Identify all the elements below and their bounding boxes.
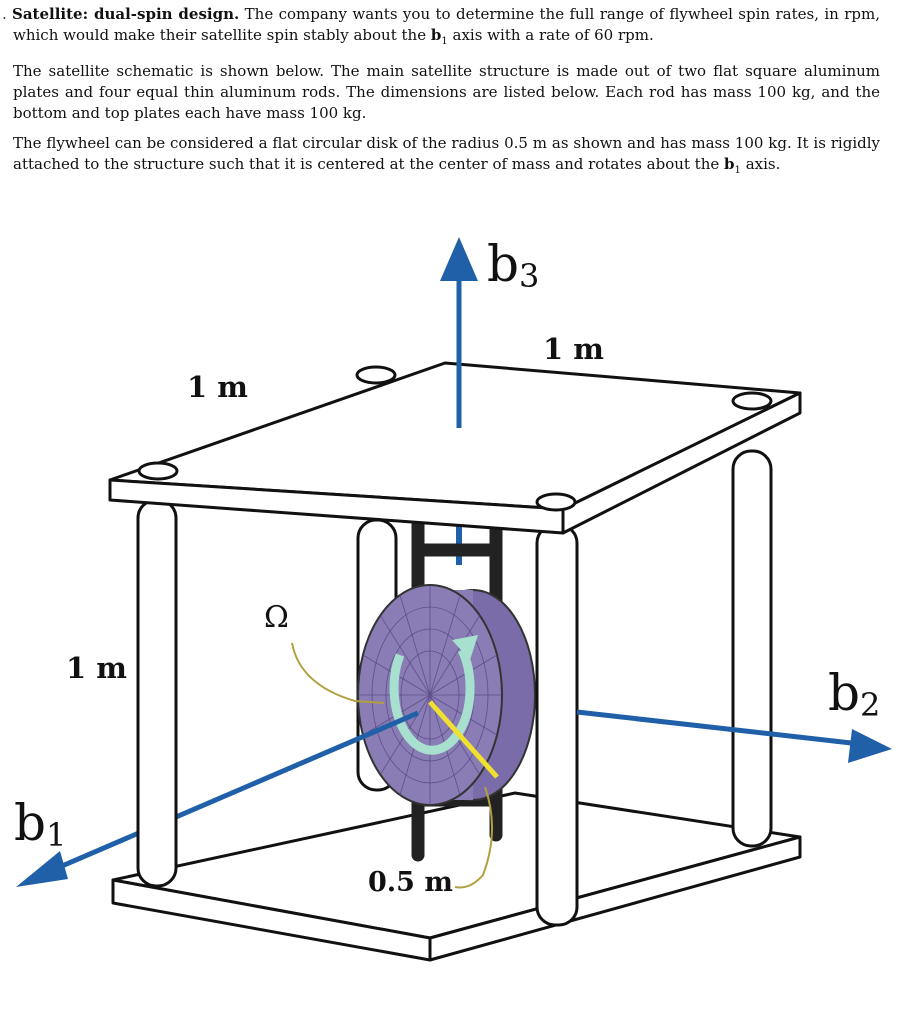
bullet-marker: . [2,5,7,23]
paragraph-1: . Satellite: dual-spin design. The compan… [2,4,881,52]
omega-leader [291,642,385,704]
b3-arrowhead-icon [440,237,478,281]
spin-arrowhead-icon [452,635,478,660]
vector-b1: b1 [430,26,448,47]
spin-arrow [389,648,475,755]
rod-hole [137,461,179,481]
radius-leader [454,786,493,889]
bottom-plate [111,791,802,962]
b2-axis [576,709,892,763]
paragraph-1-text: The company wants you to determine the f… [13,5,881,44]
label-height-dimension: 1 m [66,651,127,685]
vector-b1: b1 [724,155,741,176]
label-omega: Ω [264,600,289,635]
rod-hole [355,365,397,385]
top-plate [108,361,802,535]
paragraph-3: The flywheel can be considered a flat ci… [13,133,880,181]
problem-heading: Satellite: dual-spin design. [12,5,240,23]
paragraph-3-text: The flywheel can be considered a flat ci… [13,134,880,173]
paragraph-3-end: axis. [745,155,781,173]
label-b3: b3 [487,235,539,295]
b1-axis [16,710,419,887]
label-top-right-dimension: 1 m [543,332,604,366]
label-top-left-dimension: 1 m [187,370,248,404]
b1-arrowhead-icon [16,851,68,887]
label-b2: b2 [828,664,880,724]
rod-hole [535,492,577,512]
front-rods [136,498,579,927]
radius-line [428,700,499,779]
label-b1: b1 [14,794,66,854]
problem-text: . Satellite: dual-spin design. The compan… [0,4,880,190]
b2-arrowhead-icon [848,729,892,763]
paragraph-2: The satellite schematic is shown below. … [13,62,880,122]
rod-hole [731,391,773,411]
paragraph-1-end: axis with a rate of 60 rpm. [452,26,654,44]
flywheel [357,584,536,806]
label-radius: 0.5 m [368,867,453,898]
b3-axis [440,237,478,428]
satellite-schematic: 1 m 1 m 1 m 0.5 m Ω b3 b2 b1 [14,235,892,962]
